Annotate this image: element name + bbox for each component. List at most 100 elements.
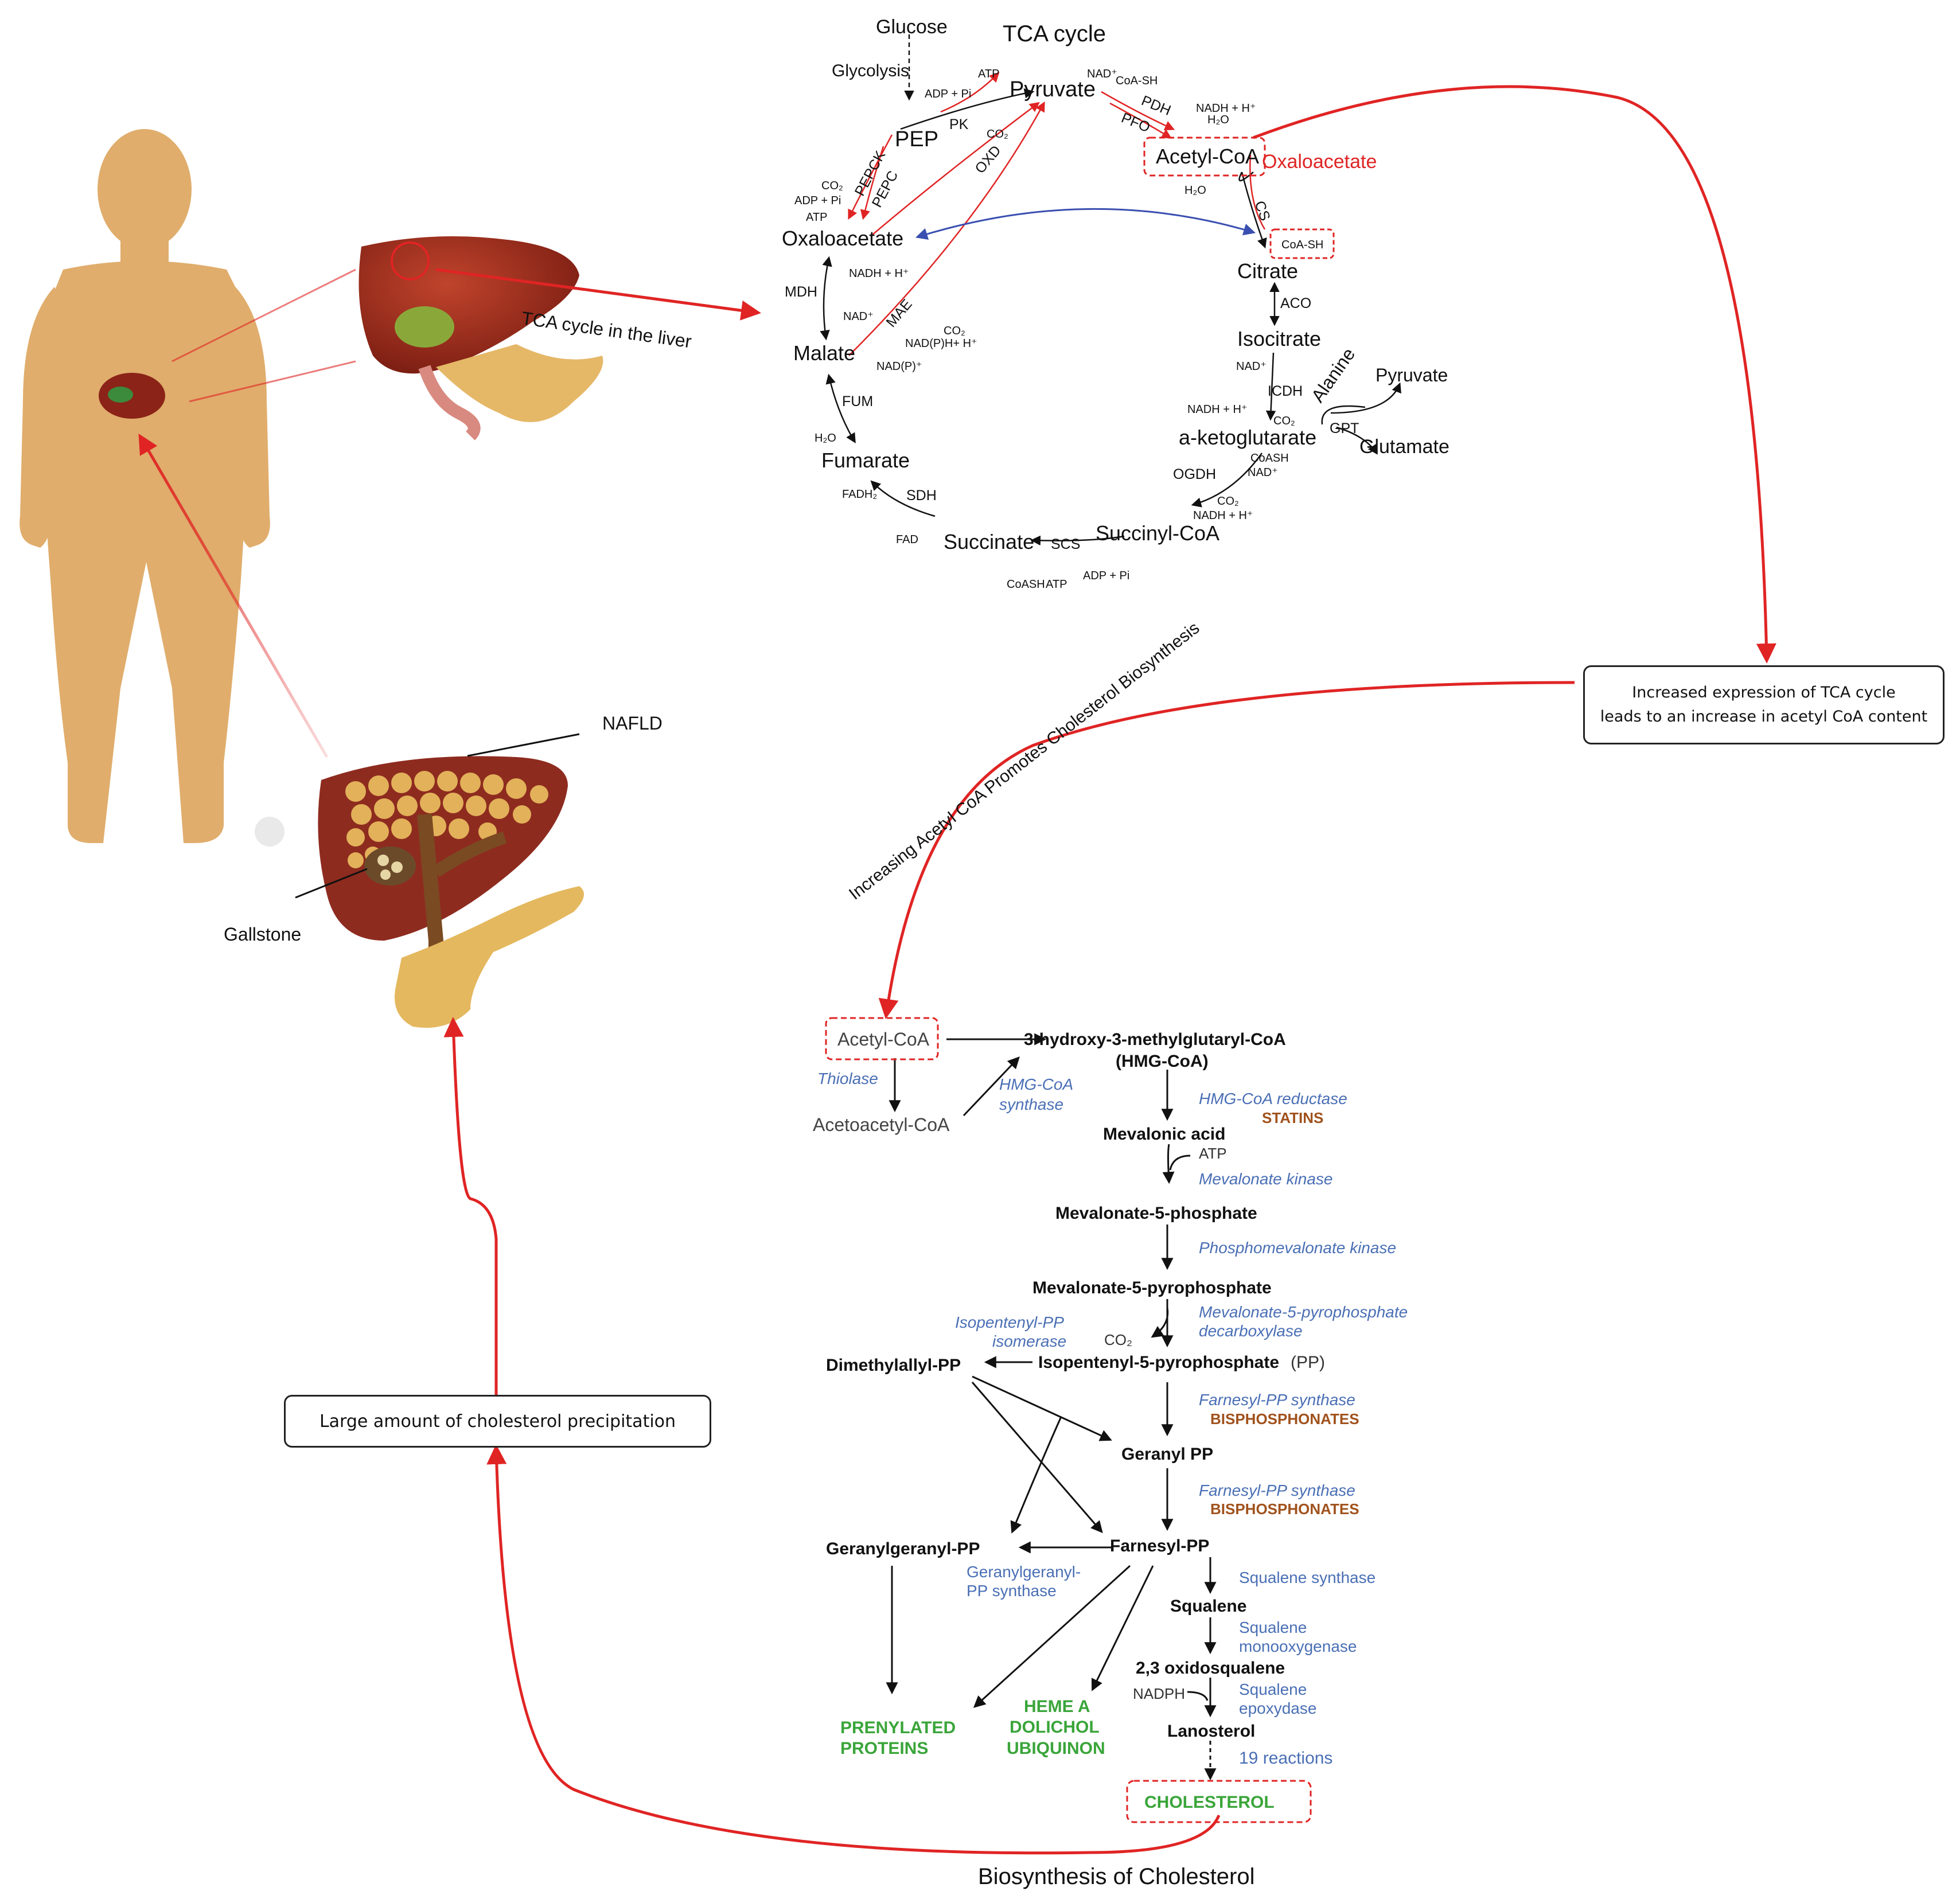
squalene-monooxygenase-2: monooxygenase bbox=[1239, 1637, 1357, 1655]
enzyme-oxd: OXD bbox=[972, 142, 1004, 177]
pyruvate-alt: Pyruvate bbox=[1375, 365, 1448, 385]
cofactor: CO₂ bbox=[821, 180, 843, 192]
cofactor: NAD⁺ bbox=[1248, 466, 1278, 479]
cofactor: NAD(P)H+ H⁺ bbox=[905, 337, 977, 350]
hmg-coa-abbr: (HMG-CoA) bbox=[1116, 1052, 1209, 1071]
cofactor: CoASH bbox=[1250, 452, 1289, 465]
prenylated-proteins-2: PROTEINS bbox=[840, 1739, 928, 1758]
enzyme-mdh: MDH bbox=[785, 284, 817, 300]
a-ketoglutarate: a-ketoglutarate bbox=[1179, 426, 1316, 449]
squalene-synthase: Squalene synthase bbox=[1239, 1569, 1375, 1586]
farnesyl-pp-synthase-1: Farnesyl-PP synthase bbox=[1199, 1391, 1355, 1409]
cholesterol-highlight bbox=[1126, 1780, 1312, 1823]
arrow-liver-to-tca bbox=[435, 268, 761, 321]
acetyl-coa-highlight bbox=[1143, 137, 1266, 177]
oxaloacetate: Oxaloacetate bbox=[782, 227, 903, 250]
bisphosphonates-2: BISPHOSPHONATES bbox=[1210, 1500, 1359, 1518]
acetyl-coa-chol-highlight bbox=[825, 1017, 939, 1060]
enzyme-sdh: SDH bbox=[906, 488, 937, 504]
pyruvate: Pyruvate bbox=[1010, 77, 1096, 102]
mevalonate-5-phosphate: Mevalonate-5-phosphate bbox=[1055, 1204, 1257, 1223]
tca-expression-box: Increased expression of TCA cycle leads … bbox=[1583, 665, 1945, 744]
tca-in-liver-label: TCA cycle in the liver bbox=[520, 307, 693, 352]
cofactor: ATP bbox=[1046, 578, 1067, 591]
precipitation-box: Large amount of cholesterol precipitatio… bbox=[284, 1395, 711, 1448]
cholesterol-title: Biosynthesis of Cholesterol bbox=[978, 1864, 1254, 1889]
cofactor: CoASH bbox=[1007, 578, 1045, 591]
cofactor: NAD(P)⁺ bbox=[876, 360, 922, 373]
enzyme-mae: MAE bbox=[883, 296, 915, 330]
cofactor: CoA-SH bbox=[1116, 75, 1158, 87]
gg-pp-synthase-2: PP synthase bbox=[967, 1582, 1057, 1600]
cofactor: FAD bbox=[896, 533, 918, 546]
pp-suffix: (PP) bbox=[1291, 1353, 1325, 1372]
dolichol: DOLICHOL bbox=[1010, 1718, 1100, 1737]
statins: STATINS bbox=[1262, 1109, 1323, 1126]
cofactor: H₂O bbox=[1184, 184, 1206, 197]
hmg-synthase-2: synthase bbox=[999, 1095, 1063, 1113]
enzyme-gpt: GPT bbox=[1330, 420, 1359, 436]
cofactor: ADP + Pi bbox=[1083, 570, 1129, 582]
precipitation-text: Large amount of cholesterol precipitatio… bbox=[319, 1411, 676, 1432]
farnesyl-pp-synthase-2: Farnesyl-PP synthase bbox=[1199, 1481, 1355, 1499]
oxaloacetate-red: Oxaloacetate bbox=[1262, 151, 1377, 173]
cofactor: ADP + Pi bbox=[794, 194, 841, 207]
ubiquinon: UBIQUINON bbox=[1007, 1739, 1105, 1758]
cofactor: CO₂ bbox=[1217, 495, 1239, 508]
nineteen-reactions: 19 reactions bbox=[1239, 1749, 1332, 1768]
tca-expression-line1: Increased expression of TCA cycle bbox=[1632, 684, 1896, 701]
succinate: Succinate bbox=[944, 530, 1034, 553]
gallstone-label: Gallstone bbox=[224, 924, 301, 945]
tca-title: TCA cycle bbox=[1003, 21, 1106, 46]
isocitrate: Isocitrate bbox=[1237, 327, 1321, 350]
alanine: Alanine bbox=[1307, 344, 1359, 406]
arrow-box-to-acetyl-chol bbox=[878, 681, 1575, 1019]
cofactor: ATP bbox=[978, 68, 999, 80]
cofactor: CO₂ bbox=[944, 325, 965, 337]
cofactor: NAD⁺ bbox=[843, 310, 874, 323]
lanosterol: Lanosterol bbox=[1167, 1722, 1255, 1741]
atp-chol: ATP bbox=[1199, 1145, 1227, 1162]
arrow-acetyl-to-box bbox=[1253, 85, 1776, 664]
isopentenyl-pp: Isopentenyl-5-pyrophosphate bbox=[1038, 1353, 1279, 1372]
coa-sh-box-label: CoA-SH bbox=[1281, 239, 1323, 251]
farnesyl-pp: Farnesyl-PP bbox=[1110, 1537, 1209, 1555]
enzyme-pk: PK bbox=[949, 116, 969, 132]
glycolysis: Glycolysis bbox=[832, 61, 909, 80]
human-figure bbox=[20, 129, 285, 847]
liver-illustration-nafld bbox=[295, 733, 584, 1028]
cofactor: CO₂ bbox=[1273, 415, 1295, 427]
hmg-synthase-1: HMG-CoA bbox=[999, 1075, 1073, 1093]
cholesterol: CHOLESTEROL bbox=[1144, 1793, 1275, 1812]
cofactor: FADH₂ bbox=[842, 488, 877, 501]
cofactor: ADP + Pi bbox=[925, 88, 971, 100]
liver-illustration-top bbox=[172, 236, 603, 440]
heme-a: HEME A bbox=[1024, 1697, 1090, 1716]
succinyl-coa: Succinyl-CoA bbox=[1096, 521, 1219, 545]
squalene-monooxygenase-1: Squalene bbox=[1239, 1619, 1307, 1636]
cholesterol-pathway: Acetyl-CoA Thiolase Acetoacetyl-CoA HMG-… bbox=[813, 1017, 1408, 1823]
isomerase-1: Isopentenyl-PP bbox=[955, 1313, 1064, 1331]
hmg-coa-reductase: HMG-CoA reductase bbox=[1199, 1090, 1347, 1108]
enzyme-icdh: ICDH bbox=[1268, 383, 1303, 399]
squalene-epoxydase-2: epoxydase bbox=[1239, 1699, 1316, 1717]
thiolase: Thiolase bbox=[817, 1070, 878, 1087]
enzyme-pfo: PFO bbox=[1119, 110, 1152, 135]
glucose: Glucose bbox=[876, 16, 948, 38]
decarboxylase-1: Mevalonate-5-pyrophosphate bbox=[1199, 1303, 1408, 1321]
phosphomevalonate-kinase: Phosphomevalonate kinase bbox=[1199, 1239, 1396, 1257]
cofactor: ATP bbox=[806, 211, 827, 224]
enzyme-ogdh: OGDH bbox=[1173, 466, 1216, 482]
enzyme-aco: ACO bbox=[1280, 295, 1311, 311]
enzyme-fum: FUM bbox=[842, 393, 873, 410]
gg-pp-synthase-1: Geranylgeranyl- bbox=[967, 1563, 1081, 1581]
co2-chol: CO₂ bbox=[1104, 1331, 1132, 1348]
enzyme-scs: SCS bbox=[1051, 536, 1080, 552]
acetyl-coa-chol: Acetyl-CoA bbox=[837, 1029, 930, 1050]
mevalonic-acid: Mevalonic acid bbox=[1103, 1125, 1225, 1144]
cofactor: NADH + H⁺ bbox=[1193, 509, 1253, 522]
squalene: Squalene bbox=[1170, 1597, 1246, 1616]
malate: Malate bbox=[793, 341, 855, 365]
decarboxylase-2: decarboxylase bbox=[1199, 1322, 1303, 1340]
